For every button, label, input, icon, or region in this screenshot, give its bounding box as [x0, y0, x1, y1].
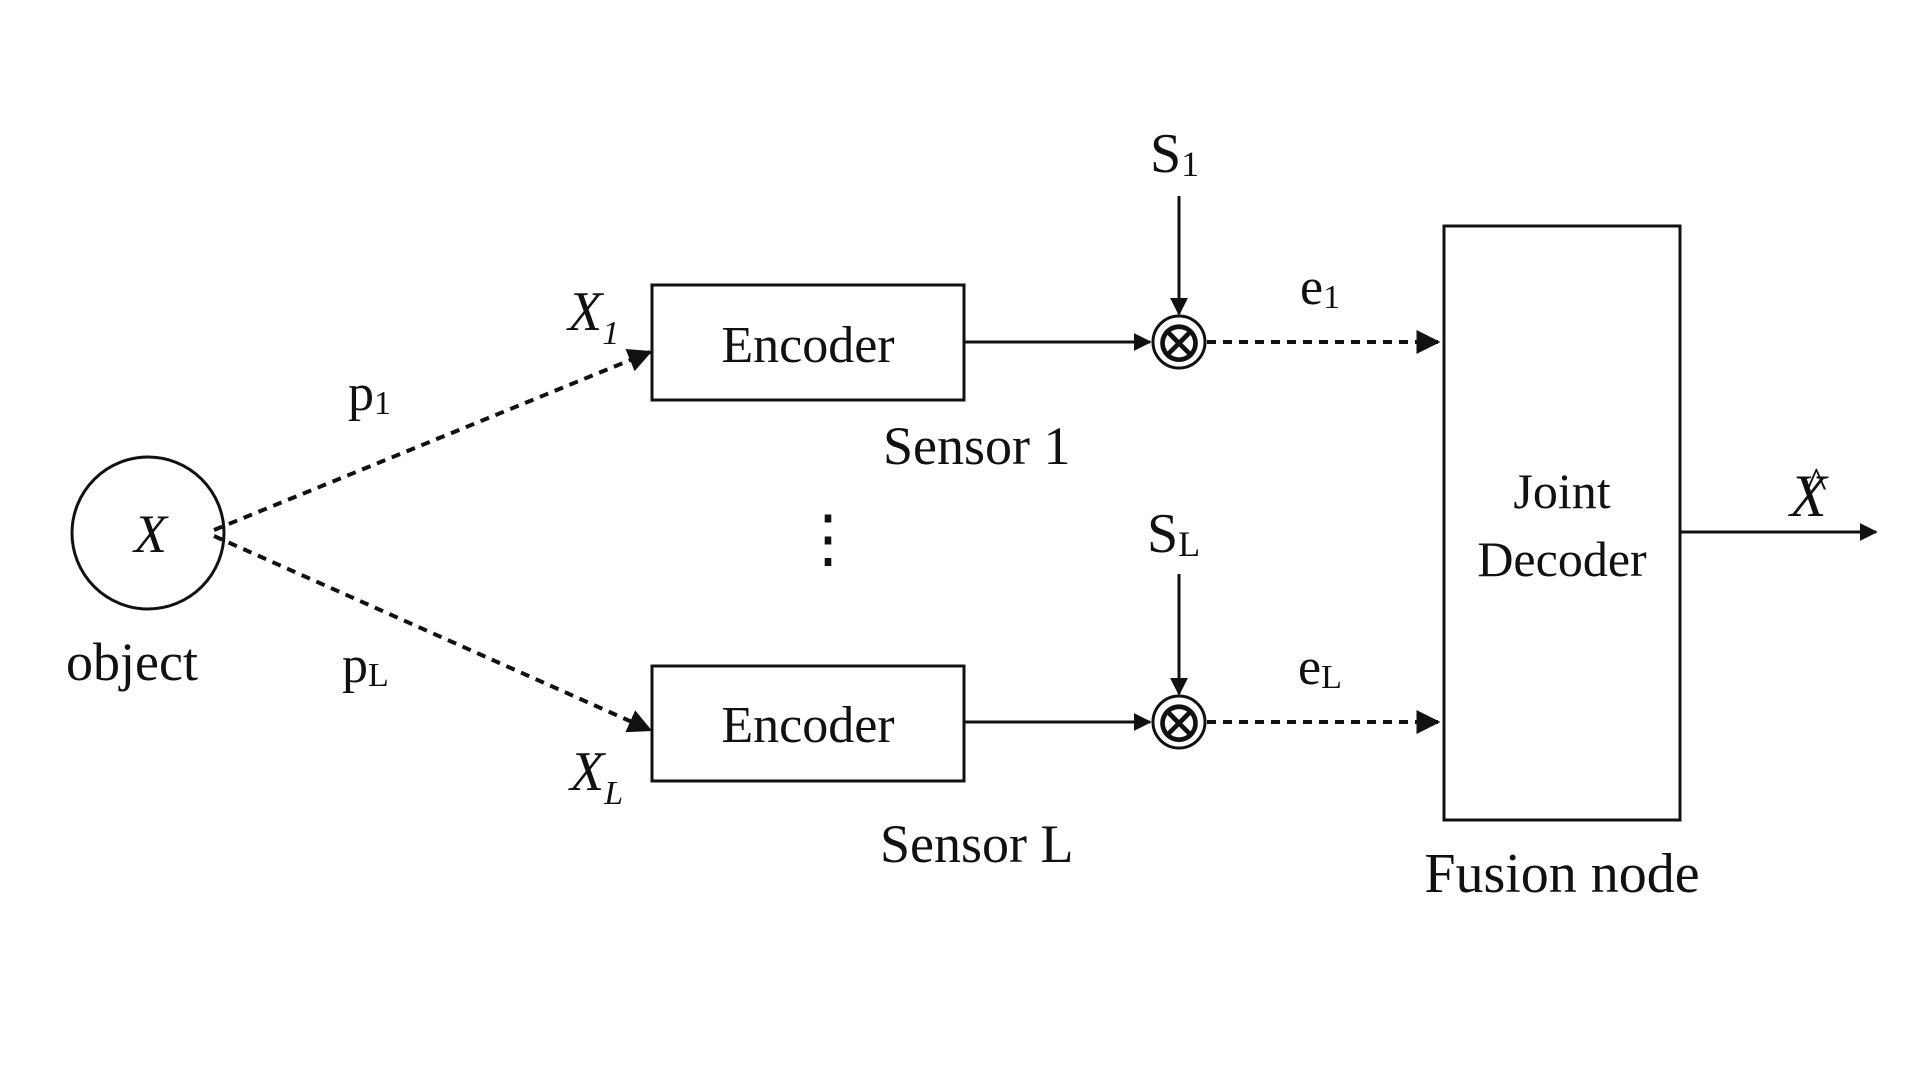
- path-label-l: pL: [342, 637, 389, 694]
- encoder-label-1: Encoder: [721, 317, 894, 374]
- encoder-box-l: [650, 664, 966, 783]
- object-symbol: X: [132, 504, 169, 564]
- channel-path-1: [213, 349, 653, 532]
- object-node: [70, 455, 226, 611]
- sensor-label-l: Sensor L: [880, 814, 1073, 874]
- multiplier-icon-l: ⊗: [1154, 689, 1204, 755]
- fusion-node-label: Fusion node: [1424, 843, 1699, 905]
- output-symbol: X: [1788, 463, 1829, 529]
- decoder-label-line2: Decoder: [1477, 531, 1647, 587]
- decoder-label-line1: Joint: [1513, 463, 1610, 519]
- ellipsis: ⋮: [796, 503, 860, 574]
- sensor-label-1: Sensor 1: [883, 416, 1071, 476]
- multiplier-node-1: [1151, 314, 1207, 370]
- multiplier-icon-1: ⊗: [1154, 309, 1204, 375]
- input-label-l: XL: [568, 741, 623, 812]
- error-label-l: eL: [1298, 639, 1342, 696]
- key-label-1: S1: [1150, 123, 1199, 185]
- output-hat: ^: [1806, 459, 1827, 508]
- path-label-1: p1: [348, 365, 391, 422]
- multiplier-node-l: [1151, 694, 1207, 750]
- key-label-l: SL: [1147, 503, 1200, 565]
- error-label-1: e1: [1300, 259, 1340, 316]
- encoder-label-l: Encoder: [721, 697, 894, 754]
- encoder-box-1: [650, 283, 966, 402]
- channel-path-l: [213, 534, 653, 733]
- joint-decoder-box: [1442, 224, 1682, 822]
- input-label-1: X1: [566, 281, 619, 352]
- object-label: object: [66, 632, 198, 692]
